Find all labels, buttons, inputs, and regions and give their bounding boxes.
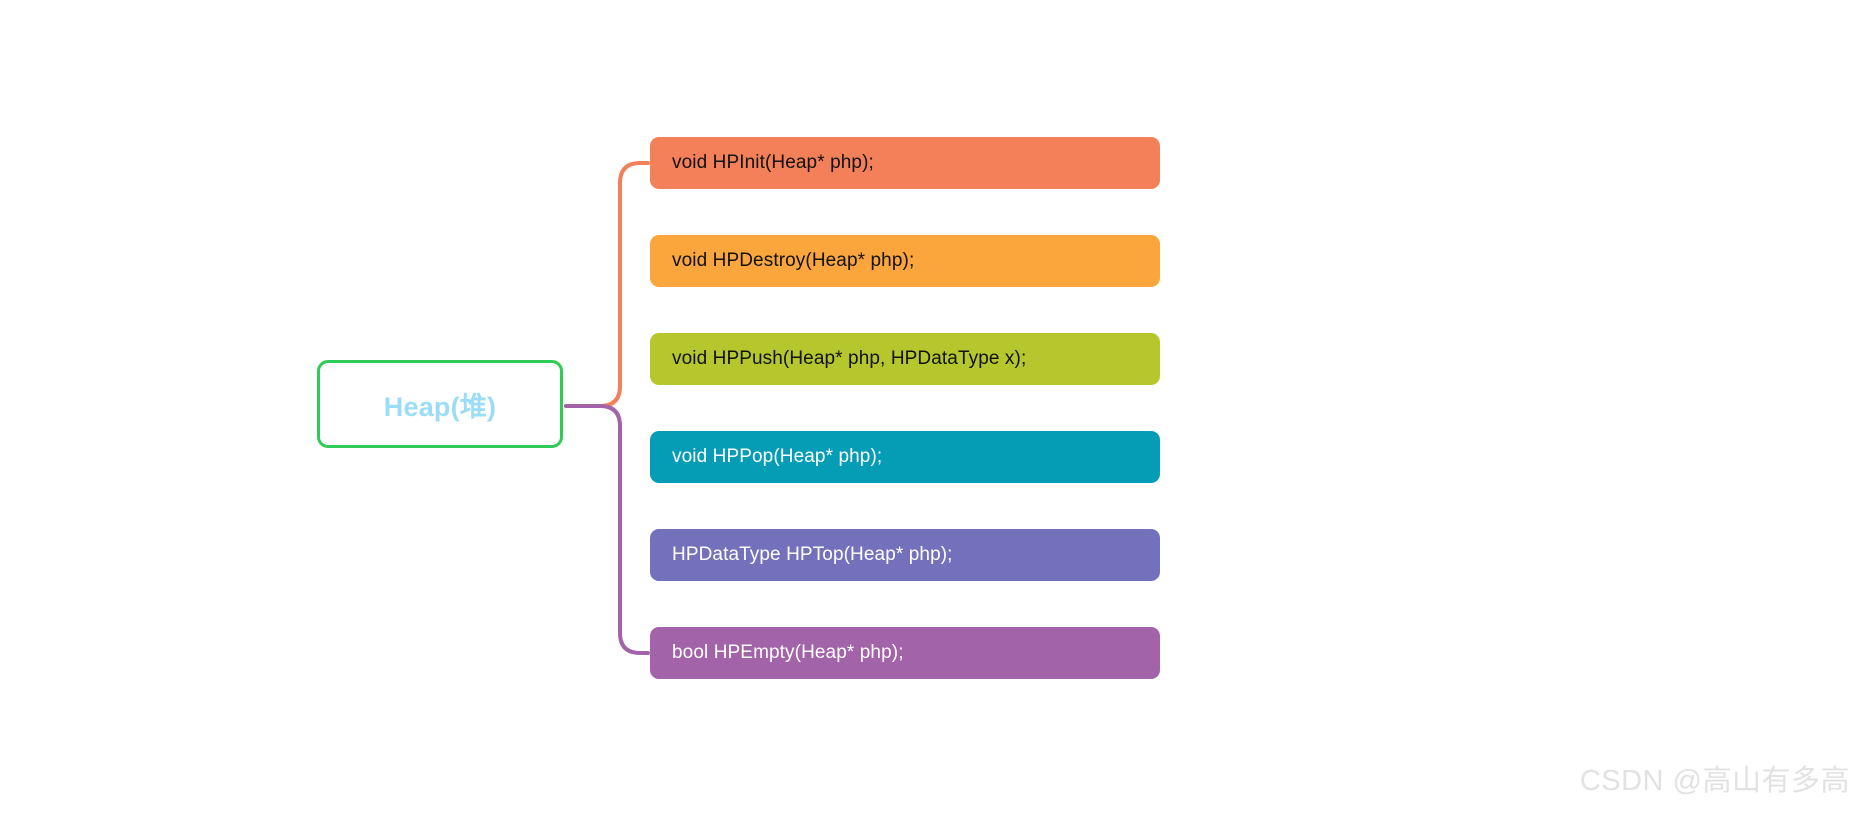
node-hppop-label: void HPPop(Heap* php);	[672, 446, 883, 467]
root-node-heap[interactable]: Heap(堆)	[317, 360, 563, 448]
node-hppush-label: void HPPush(Heap* php, HPDataType x);	[672, 348, 1027, 369]
connector-lower-branch	[564, 404, 650, 655]
node-hptop-label: HPDataType HPTop(Heap* php);	[672, 544, 953, 565]
node-hpempty[interactable]: bool HPEmpty(Heap* php);	[650, 627, 1160, 679]
node-hpinit-label: void HPInit(Heap* php);	[672, 152, 874, 173]
root-node-label: Heap(堆)	[383, 391, 497, 422]
node-hptop[interactable]: HPDataType HPTop(Heap* php);	[650, 529, 1160, 581]
node-hpdestroy[interactable]: void HPDestroy(Heap* php);	[650, 235, 1160, 287]
node-hpdestroy-label: void HPDestroy(Heap* php);	[672, 250, 915, 271]
node-hpempty-label: bool HPEmpty(Heap* php);	[672, 642, 904, 663]
connector-upper-branch	[564, 161, 650, 408]
node-hpinit[interactable]: void HPInit(Heap* php);	[650, 137, 1160, 189]
node-hppop[interactable]: void HPPop(Heap* php);	[650, 431, 1160, 483]
csdn-watermark: CSDN @高山有多高	[1579, 765, 1850, 797]
node-hppush[interactable]: void HPPush(Heap* php, HPDataType x);	[650, 333, 1160, 385]
